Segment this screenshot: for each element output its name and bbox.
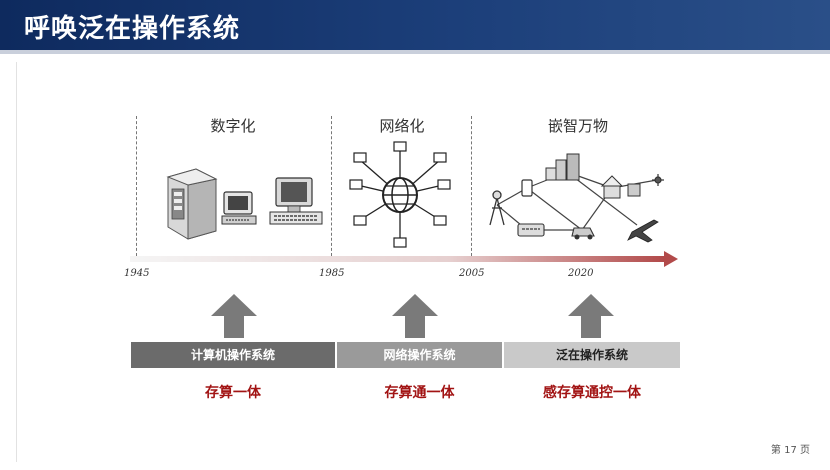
year-1985: 1985 bbox=[319, 268, 345, 279]
slide-title-bar: 呼唤泛在操作系统 bbox=[0, 0, 830, 50]
os-bar-ubiquitous: 泛在操作系统 bbox=[504, 342, 680, 368]
up-arrow-icon bbox=[211, 294, 257, 338]
slide-title: 呼唤泛在操作系统 bbox=[24, 14, 241, 44]
os-bar-computer: 计算机操作系统 bbox=[131, 342, 335, 368]
timeline-arrow bbox=[130, 251, 678, 267]
era-label-network: 网络化 bbox=[379, 117, 425, 135]
divider-1985 bbox=[331, 116, 332, 256]
slogan-storage-compute-comm: 存算通一体 bbox=[384, 385, 455, 401]
slogan-storage-compute: 存算一体 bbox=[205, 385, 261, 401]
up-arrow-icon bbox=[568, 294, 614, 338]
iot-network-icon bbox=[489, 153, 664, 243]
terminal-computer-icon bbox=[269, 177, 323, 225]
os-bar-network: 网络操作系统 bbox=[337, 342, 502, 368]
page-number: 第 17 页 bbox=[770, 445, 810, 456]
up-arrow-icon bbox=[392, 294, 438, 338]
desktop-computer-icon bbox=[221, 191, 257, 225]
title-underline bbox=[0, 50, 830, 54]
year-1945: 1945 bbox=[124, 268, 150, 279]
content-frame bbox=[16, 62, 815, 462]
era-label-digital: 数字化 bbox=[210, 117, 256, 135]
network-globe-icon bbox=[349, 141, 451, 248]
era-label-embedded: 嵌智万物 bbox=[547, 117, 608, 135]
divider-2005 bbox=[471, 116, 472, 256]
year-2005: 2005 bbox=[459, 268, 485, 279]
mainframe-icon bbox=[166, 168, 218, 240]
slogan-sense-storage-compute-comm-control: 感存算通控一体 bbox=[543, 385, 641, 401]
year-2020: 2020 bbox=[568, 268, 594, 279]
divider-1945 bbox=[136, 116, 137, 256]
